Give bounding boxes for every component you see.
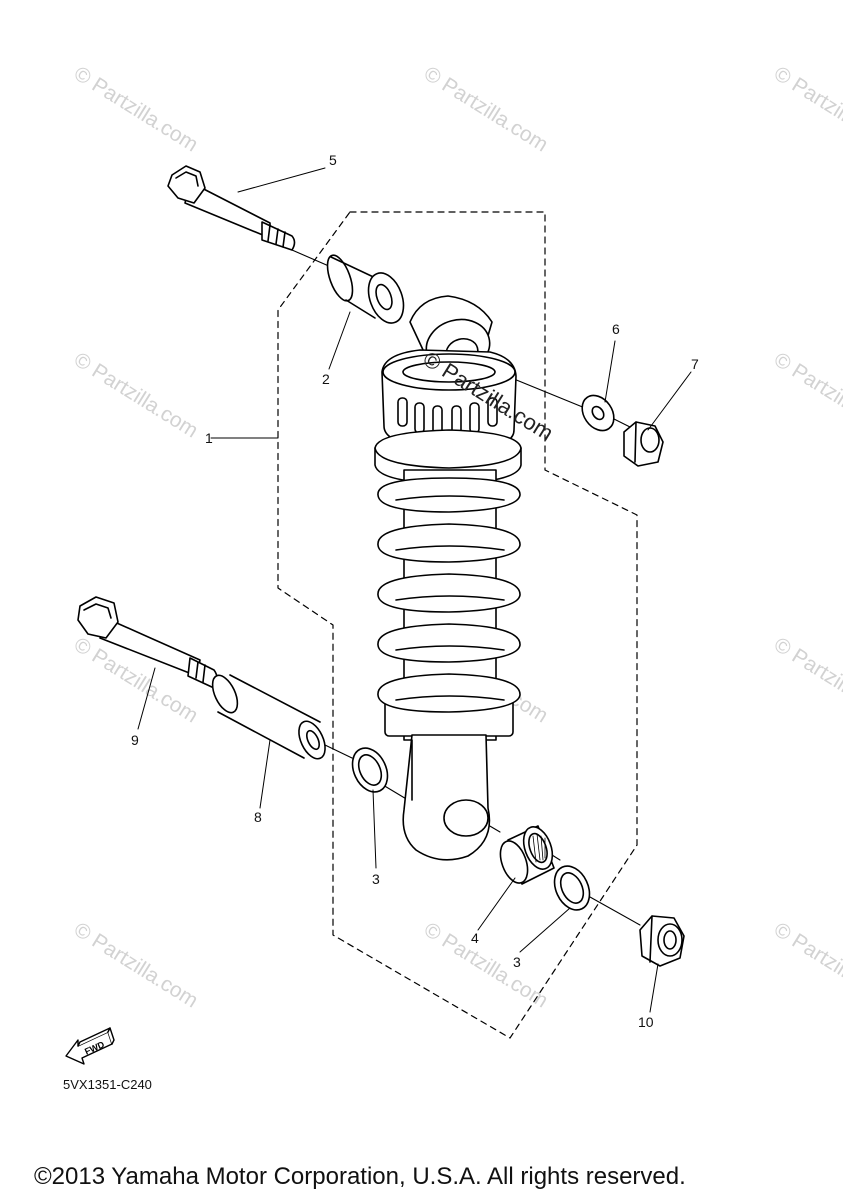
shock-upper-body — [381, 349, 517, 447]
assembly-boundary — [277, 211, 638, 1039]
lower-collar — [211, 674, 326, 760]
copyright-notice: ©2013 Yamaha Motor Corporation, U.S.A. A… — [34, 1163, 686, 1190]
washer — [581, 394, 615, 432]
callout-1: 1 — [205, 430, 213, 446]
oil-seal-left — [351, 747, 389, 793]
callout-9: 9 — [131, 732, 139, 748]
lower-nut — [639, 915, 685, 967]
callout-4: 4 — [471, 930, 479, 946]
callout-6: 6 — [612, 321, 620, 337]
callout-8: 8 — [254, 809, 262, 825]
upper-nut — [623, 421, 664, 467]
leader-lines — [137, 167, 692, 1013]
forward-direction-arrow: FWD — [65, 1027, 115, 1065]
oil-seal-right — [553, 865, 591, 911]
lower-mounting-bolt — [77, 596, 218, 689]
callout-10: 10 — [638, 1014, 654, 1030]
collar-bushing — [326, 254, 405, 324]
coil-spring — [377, 477, 521, 713]
callout-5: 5 — [329, 152, 337, 168]
diagram-code: 5VX1351-C240 — [63, 1077, 152, 1092]
callout-2: 2 — [322, 371, 330, 387]
callout-7: 7 — [691, 356, 699, 372]
upper-mounting-bolt — [167, 165, 296, 251]
shock-lower-clevis — [402, 734, 491, 861]
needle-bearing — [499, 825, 555, 885]
callout-3-left: 3 — [372, 871, 380, 887]
callout-3-right: 3 — [513, 954, 521, 970]
